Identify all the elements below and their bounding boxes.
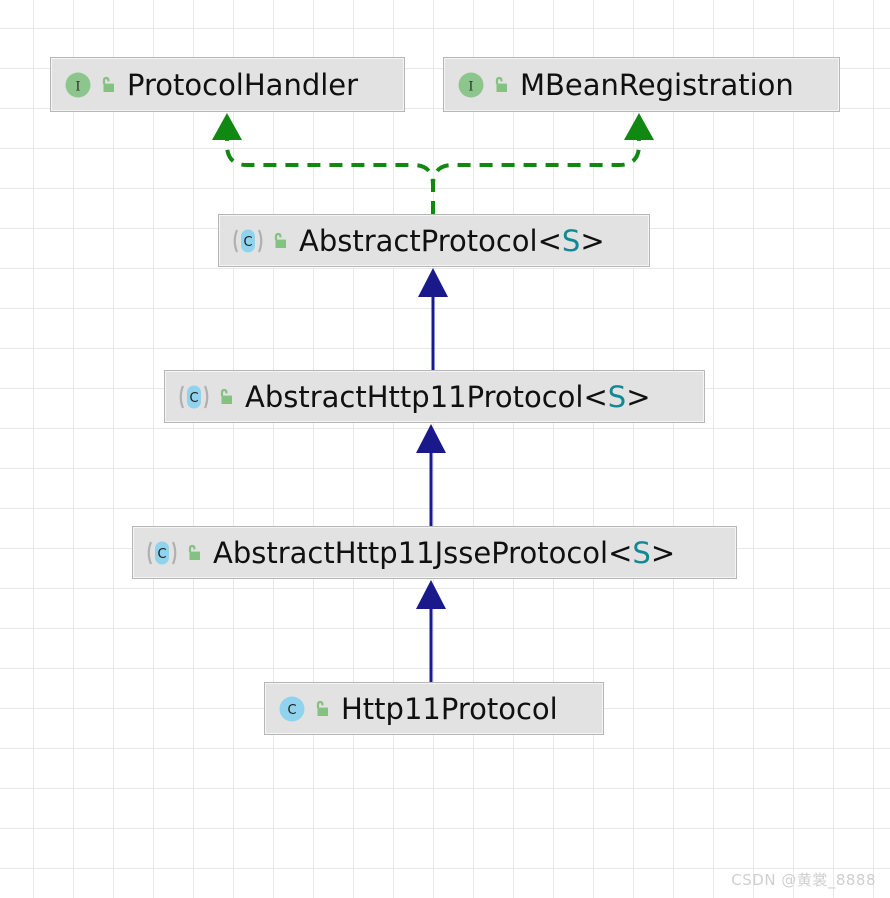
svg-text:C: C	[287, 703, 296, 718]
generic-close-bracket: >	[650, 535, 676, 570]
class-node-abstract-http11-jsse-protocol[interactable]: C AbstractHttp11JsseProtocol<S>	[132, 526, 737, 579]
class-node-name: AbstractProtocol	[299, 223, 538, 258]
generic-parameter: S	[561, 223, 581, 258]
class-node-label: Http11Protocol	[341, 691, 558, 726]
class-node-label: AbstractProtocol<S>	[299, 226, 605, 256]
open-lock-icon	[102, 76, 114, 92]
svg-text:C: C	[157, 547, 166, 562]
generic-close-bracket: >	[580, 223, 605, 258]
generic-open-bracket: <	[537, 223, 562, 258]
open-lock-icon	[188, 544, 200, 560]
class-node-name: AbstractHttp11Protocol	[245, 379, 584, 414]
generic-close-bracket: >	[626, 379, 651, 414]
class-node-label: ProtocolHandler	[127, 67, 359, 102]
generic-open-bracket: <	[608, 535, 633, 570]
open-lock-icon	[316, 700, 328, 716]
edge-extends-abstract-http11-protocol	[416, 424, 446, 526]
open-lock-icon	[220, 388, 232, 404]
open-lock-icon	[495, 76, 507, 92]
class-node-protocol-handler[interactable]: I ProtocolHandler	[50, 57, 405, 112]
svg-text:C: C	[189, 391, 198, 406]
class-node-name: AbstractHttp11JsseProtocol	[213, 535, 609, 570]
svg-text:I: I	[468, 79, 473, 94]
generic-parameter: S	[632, 535, 651, 570]
class-node-label: AbstractHttp11Protocol<S>	[245, 382, 651, 412]
edge-implements-mbean-registration	[431, 113, 654, 214]
class-node-mbean-registration[interactable]: I MBeanRegistration	[443, 57, 840, 112]
watermark: CSDN @黄裳_8888	[731, 871, 876, 889]
class-node-http11-protocol[interactable]: C Http11Protocol	[264, 682, 604, 735]
abstract-class-icon: C	[147, 541, 177, 564]
generic-open-bracket: <	[583, 379, 608, 414]
edge-extends-abstract-protocol	[418, 268, 448, 370]
class-node-abstract-http11-protocol[interactable]: C AbstractHttp11Protocol<S>	[164, 370, 705, 423]
class-node-label: AbstractHttp11JsseProtocol<S>	[213, 538, 675, 568]
svg-text:I: I	[75, 79, 80, 94]
generic-parameter: S	[607, 379, 627, 414]
interface-icon: I	[458, 72, 484, 97]
open-lock-icon	[274, 232, 286, 248]
interface-icon: I	[65, 72, 91, 97]
class-icon: C	[279, 696, 305, 721]
edge-implements-protocol-handler	[212, 113, 435, 214]
class-node-abstract-protocol[interactable]: C AbstractProtocol<S>	[218, 214, 650, 267]
svg-text:C: C	[243, 235, 252, 250]
class-node-label: MBeanRegistration	[520, 67, 794, 102]
abstract-class-icon: C	[233, 229, 263, 252]
abstract-class-icon: C	[179, 385, 209, 408]
edge-extends-abstract-http11-jsse-protocol	[416, 580, 446, 682]
